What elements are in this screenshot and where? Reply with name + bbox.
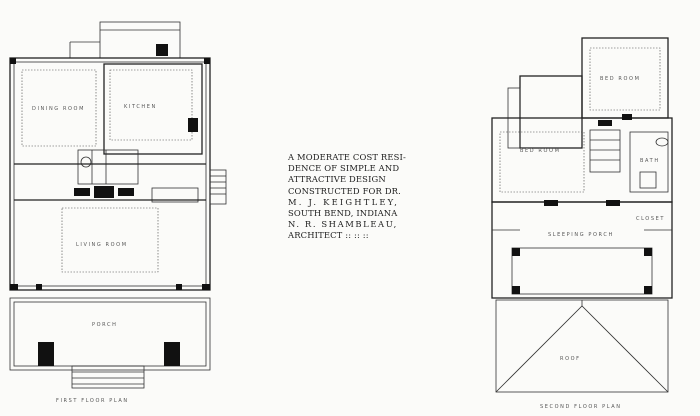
room-label-living: LIVING ROOM bbox=[76, 242, 128, 248]
first-floor-title: FIRST FLOOR PLAN bbox=[56, 398, 129, 404]
caption-line: DENCE OF SIMPLE AND bbox=[288, 163, 400, 174]
second-floor-plan: BED ROOM BED ROOM BATH CLOSET SLEEPING P… bbox=[491, 37, 673, 410]
caption-line: SOUTH BEND, INDIANA bbox=[288, 208, 398, 219]
caption-line: N. R. SHAMBLEAU, bbox=[288, 219, 398, 230]
second-floor-title: SECOND FLOOR PLAN bbox=[540, 404, 622, 410]
room-label-bed-room-1: BED ROOM bbox=[520, 148, 561, 154]
room-label-closet: CLOSET bbox=[636, 216, 665, 222]
room-label-bath: BATH bbox=[640, 158, 660, 164]
first-floor-plan: DINING ROOM KITCHEN LIVING ROOM PORCH FI… bbox=[9, 21, 227, 404]
caption-line: ARCHITECT :: :: :: bbox=[288, 230, 369, 241]
caption-block: A MODERATE COST RESI- DENCE OF SIMPLE AN… bbox=[288, 152, 436, 242]
caption-line: A MODERATE COST RESI- bbox=[288, 152, 406, 162]
room-label-porch: PORCH bbox=[92, 322, 117, 328]
caption-line: M. J. KEIGHTLEY, bbox=[288, 196, 400, 207]
caption-line: ATTRACTIVE DESIGN bbox=[288, 174, 386, 185]
room-label-sleeping-porch: SLEEPING PORCH bbox=[548, 232, 614, 238]
room-label-dining: DINING ROOM bbox=[32, 106, 85, 112]
room-label-roof: ROOF bbox=[560, 356, 581, 362]
caption-line: CONSTRUCTED FOR DR. bbox=[288, 185, 401, 196]
room-label-kitchen: KITCHEN bbox=[124, 104, 157, 110]
room-label-bed-room-2: BED ROOM bbox=[600, 76, 641, 82]
